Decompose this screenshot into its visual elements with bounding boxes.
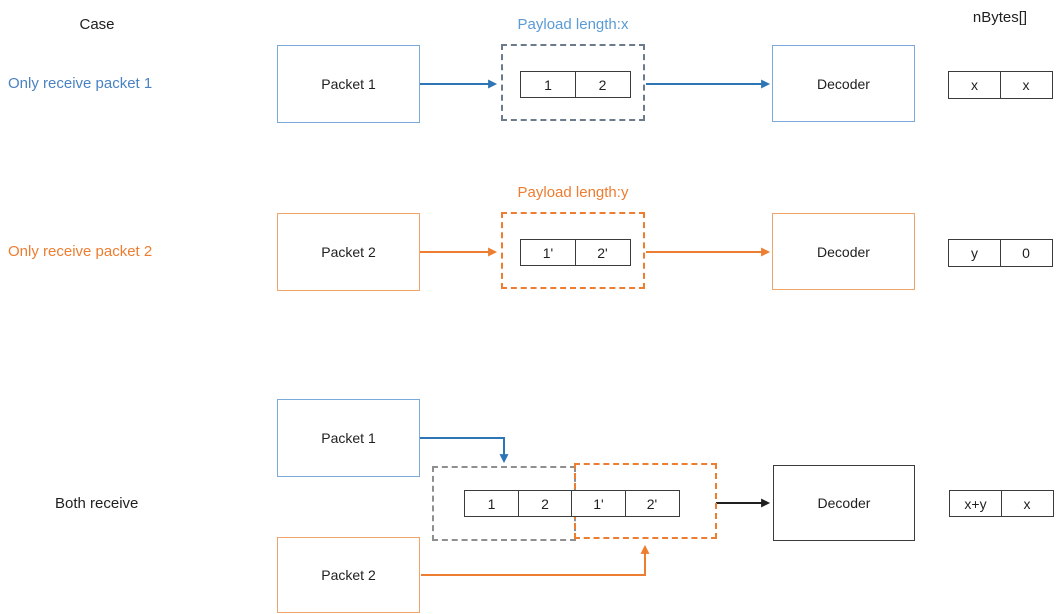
row3-packet2-label: Packet 2 bbox=[321, 567, 376, 583]
row3-decoder-box: Decoder bbox=[773, 465, 915, 541]
row3-buffer-cell-4-value: 2' bbox=[646, 495, 658, 512]
row3-packet1-label: Packet 1 bbox=[321, 430, 376, 446]
row2-nbytes-cell-1: y bbox=[948, 239, 1001, 267]
row2-buffer-cell-2: 2' bbox=[574, 239, 631, 266]
row2-packet2-box: Packet 2 bbox=[277, 213, 420, 291]
row2-buffer-dashed-box bbox=[501, 212, 645, 289]
row3-nbytes-cells: x+y x bbox=[949, 490, 1054, 517]
row3-packet1-to-buffer-arrow bbox=[420, 437, 509, 464]
nbytes-column-header: nBytes[] bbox=[972, 9, 1028, 26]
row1-nbytes-cell-2: x bbox=[999, 71, 1053, 99]
row1-packet1-label: Packet 1 bbox=[321, 76, 376, 92]
row3-nbytes-cell-2-value: x bbox=[1023, 495, 1031, 512]
row3-buffer-cell-2-value: 2 bbox=[541, 495, 549, 512]
row2-decoder-box: Decoder bbox=[772, 213, 915, 290]
row1-buffer-dashed-box bbox=[501, 44, 645, 121]
row2-packet2-label: Packet 2 bbox=[321, 244, 376, 260]
row3-buffer-cell-4: 2' bbox=[624, 490, 680, 517]
row2-buffer-cell-1: 1' bbox=[520, 239, 576, 266]
row2-case-label: Only receive packet 2 bbox=[8, 243, 153, 260]
row2-nbytes-cell-2-value: 0 bbox=[1022, 245, 1030, 261]
row1-buffer-cell-1-value: 1 bbox=[544, 76, 552, 93]
row1-buffer-cell-1: 1 bbox=[520, 71, 576, 98]
row3-packet2-box: Packet 2 bbox=[277, 537, 420, 613]
row2-buffer-cell-1-value: 1' bbox=[542, 244, 554, 261]
row2-payload-length-label: Payload length:y bbox=[517, 184, 629, 201]
row2-buffer-cells: 1' 2' bbox=[520, 239, 631, 266]
row3-buffer-cell-1: 1 bbox=[464, 490, 519, 517]
row1-decoder-label: Decoder bbox=[817, 75, 870, 92]
row3-packet2-to-buffer-arrow bbox=[421, 544, 650, 576]
row3-decoder-label: Decoder bbox=[817, 495, 871, 511]
row3-buffer-cell-3: 1' bbox=[571, 490, 626, 517]
row1-payload-length-label: Payload length:x bbox=[517, 16, 629, 33]
row1-buffer-cell-2: 2 bbox=[574, 71, 631, 98]
row1-nbytes-cell-2-value: x bbox=[1022, 77, 1030, 93]
row2-nbytes-cell-2: 0 bbox=[999, 239, 1053, 267]
row3-case-label: Both receive bbox=[55, 495, 139, 512]
row1-packet1-box: Packet 1 bbox=[277, 45, 420, 123]
row1-case-label: Only receive packet 1 bbox=[8, 75, 153, 92]
row3-buffer-cell-2: 2 bbox=[517, 490, 573, 517]
row1-buffer-cell-2-value: 2 bbox=[598, 76, 607, 93]
row3-buffer-cell-1-value: 1 bbox=[487, 495, 496, 512]
row1-nbytes-cell-1: x bbox=[948, 71, 1001, 99]
row2-nbytes-cells: y 0 bbox=[948, 239, 1053, 267]
row1-nbytes-cells: x x bbox=[948, 71, 1053, 99]
row3-nbytes-cell-1-value: x+y bbox=[964, 495, 987, 512]
row2-decoder-label: Decoder bbox=[817, 243, 870, 260]
row3-packet1-box: Packet 1 bbox=[277, 399, 420, 477]
row3-nbytes-cell-2: x bbox=[1000, 490, 1054, 517]
row2-nbytes-cell-1-value: y bbox=[971, 245, 978, 261]
row1-nbytes-cell-1-value: x bbox=[971, 77, 978, 93]
row3-buffer-cells: 1 2 1' 2' bbox=[464, 490, 680, 517]
row1-decoder-box: Decoder bbox=[772, 45, 915, 122]
row1-buffer-cells: 1 2 bbox=[520, 71, 631, 98]
row2-buffer-cell-2-value: 2' bbox=[597, 244, 608, 261]
row3-nbytes-cell-1: x+y bbox=[949, 490, 1002, 517]
case-column-header: Case bbox=[79, 16, 115, 33]
row3-buffer-cell-3-value: 1' bbox=[593, 495, 604, 512]
